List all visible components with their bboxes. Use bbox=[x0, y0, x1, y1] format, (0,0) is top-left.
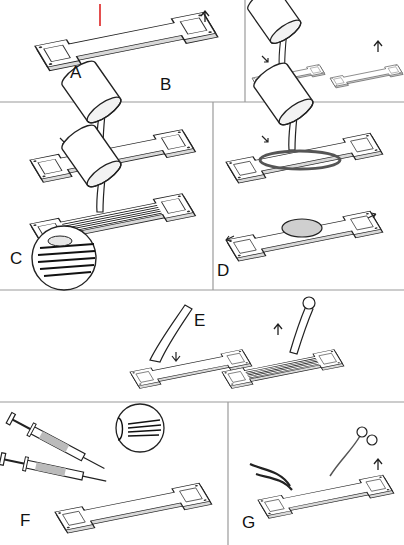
slide bbox=[35, 4, 218, 71]
panel-letter: G bbox=[242, 514, 255, 531]
slide bbox=[0, 404, 212, 533]
panel-letter: B bbox=[160, 76, 171, 93]
panel-letter: D bbox=[217, 262, 229, 279]
slide bbox=[250, 427, 394, 518]
slide bbox=[30, 57, 195, 290]
panel-letter: E bbox=[194, 312, 205, 329]
panel-letter: C bbox=[10, 250, 22, 267]
panel-letter: A bbox=[70, 64, 81, 81]
panel-letter: F bbox=[20, 512, 30, 529]
slide bbox=[226, 59, 383, 261]
slide bbox=[130, 297, 344, 388]
